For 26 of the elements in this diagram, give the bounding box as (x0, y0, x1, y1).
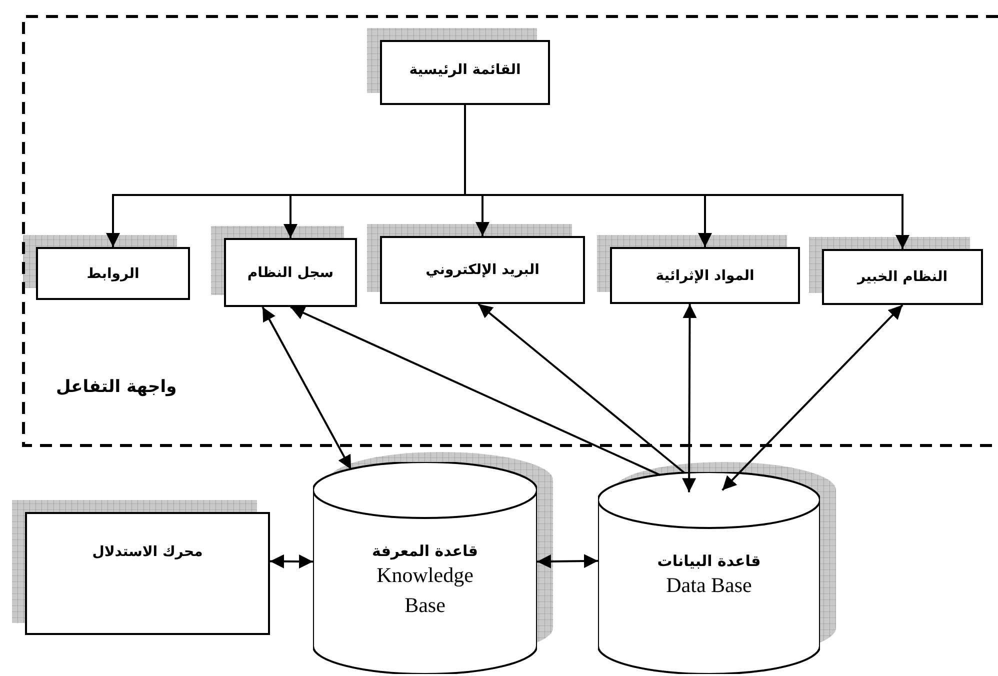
node-sublabel: Data Base (666, 572, 752, 599)
arrow (290, 306, 661, 476)
menu-box (610, 247, 800, 304)
arrow (682, 304, 697, 492)
menu-box (224, 238, 357, 307)
arrow (536, 554, 598, 568)
menu-box (380, 236, 585, 304)
node-label: قاعدة البيانات (657, 552, 761, 570)
arrow (270, 554, 314, 568)
menu-box (25, 512, 270, 635)
node-label: قاعدة المعرفة (372, 542, 478, 560)
node-label: النظام الخبير (857, 269, 948, 285)
node-label: سجل النظام (247, 264, 334, 280)
menu-box (822, 249, 983, 305)
arrow (262, 306, 352, 470)
node-label: محرك الاستدلال (92, 544, 203, 560)
menu-box (380, 40, 550, 105)
node-label: الروابط (86, 266, 140, 282)
node-label: القائمة الرئيسية (409, 62, 521, 78)
node-label: المواد الإثرائية (656, 268, 754, 284)
arrow (722, 304, 904, 491)
node-label: البريد الإلكتروني (426, 262, 540, 278)
arrow (478, 303, 686, 474)
node-sublabel: Knowledge Base (376, 562, 474, 620)
menu-box (36, 247, 190, 300)
region-label: واجهة التفاعل (56, 377, 177, 397)
